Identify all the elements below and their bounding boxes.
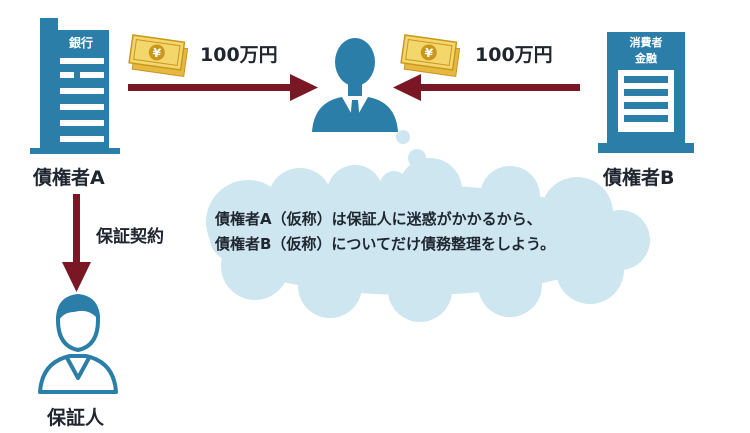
thought-line-1: 債権者A（仮称）は保証人に迷惑がかかるから、 xyxy=(215,210,542,228)
thought-cloud-icon xyxy=(206,130,650,322)
thought-line-2: 債権者B（仮称）についてだけ債務整理をしよう。 xyxy=(215,235,556,253)
bank-building-icon: 銀行 xyxy=(30,18,120,154)
creditor-a-label: 債権者A xyxy=(33,167,105,189)
guarantee-contract-label: 保証契約 xyxy=(96,227,164,247)
bank-sign-text: 銀行 xyxy=(68,35,93,50)
money-icon: ¥ xyxy=(400,34,461,78)
yen-symbol-b: ¥ xyxy=(424,45,435,60)
arrow-icon xyxy=(62,194,91,292)
businessman-icon xyxy=(312,38,398,132)
money-icon: ¥ xyxy=(128,34,189,78)
creditor-b-label: 債権者B xyxy=(603,167,675,189)
finance-sign-line2: 金融 xyxy=(634,51,657,65)
arrow-icon xyxy=(128,74,318,101)
loan-amount-a: 100万円 xyxy=(200,44,278,66)
loan-amount-b: 100万円 xyxy=(475,44,553,66)
guarantor-label: 保証人 xyxy=(47,407,105,429)
guarantor-icon xyxy=(38,294,118,394)
thought-text: 債権者A（仮称）は保証人に迷惑がかかるから、 債権者B（仮称）についてだけ債務整… xyxy=(215,207,615,257)
arrow-icon xyxy=(393,74,580,101)
yen-symbol-a: ¥ xyxy=(152,45,163,60)
finance-sign-line1: 消費者 xyxy=(630,35,663,49)
finance-building-icon: 消費者 金融 xyxy=(598,32,694,153)
